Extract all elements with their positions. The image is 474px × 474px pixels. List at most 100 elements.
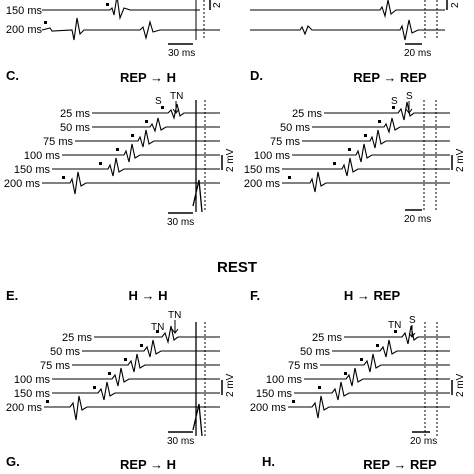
panel-c-letter: C.	[6, 68, 19, 83]
panel-f-time-scale-label: 20 ms	[410, 436, 437, 447]
panel-e-stim-marker-5	[93, 386, 96, 389]
panel-c-row-label-2: 50 ms	[60, 122, 90, 134]
panel-e-voltage-scale-label: 2 mV	[225, 373, 236, 397]
panel-e-annotation-tn1: TN	[151, 322, 164, 333]
panel-e-trace-3	[72, 353, 220, 373]
panel-c-stim-marker-2	[145, 120, 148, 123]
panel-d-annotation-s2: S	[406, 91, 413, 102]
panel-a-trace-2	[41, 17, 220, 41]
panel-f-stim-marker-2	[376, 344, 379, 347]
panel-f-stim-marker-4	[344, 372, 347, 375]
panel-c-large-response	[192, 100, 203, 213]
panel-e-annotation-tn2: TN	[168, 310, 181, 321]
panel-e-row-label-3: 75 ms	[40, 360, 70, 372]
panel-d-trace-6	[282, 171, 450, 193]
panel-c-stim-marker-6	[62, 176, 65, 179]
panel-e-row-label-1: 25 ms	[62, 332, 92, 344]
panel-c-voltage-scale-label: 2 mV	[225, 148, 236, 172]
panel-e-trace-4	[52, 367, 220, 387]
panel-f-annotation-tn: TN	[388, 320, 401, 331]
panel-d-trace-3	[302, 129, 450, 149]
panel-a-trace-1	[42, 0, 200, 21]
panel-c-rows: 25 ms 50 ms 75 ms 100 ms 150 ms 200 ms	[4, 103, 220, 195]
panel-b-voltage-scale-label: 2	[450, 2, 461, 8]
panel-f-rows: 25 ms 50 ms 75 ms 100 ms 150 ms 200 ms	[250, 325, 450, 419]
panel-d-row-label-1: 25 ms	[292, 108, 322, 120]
panel-d-letter: D.	[250, 68, 263, 83]
panel-c-trace-2	[92, 117, 220, 133]
panel-e-stim-marker-4	[108, 372, 111, 375]
panel-b: 20 ms 2	[250, 0, 461, 59]
panel-d: D. REP → REP S S 25 ms 50 ms 75 ms 100 m…	[244, 68, 466, 225]
panel-d-stim-marker-5	[333, 162, 336, 165]
panel-e-row-label-4: 100 ms	[14, 374, 51, 386]
panel-a-row-label-2: 200 ms	[6, 24, 43, 36]
panel-c-trace-1	[92, 103, 220, 120]
panel-d-annotation-s1: S	[391, 96, 398, 107]
panel-f-trace-2	[332, 339, 450, 358]
panel-f: F. H → REP TN S 25 ms 50 ms 75 ms 100 ms…	[250, 288, 466, 447]
panel-d-trace-4	[292, 143, 450, 163]
panel-a-time-scale-label: 30 ms	[168, 48, 195, 59]
panel-h-title: REP → REP	[363, 457, 437, 472]
panel-c-row-label-4: 100 ms	[24, 150, 61, 162]
panel-e-stim-marker-3	[124, 358, 127, 361]
panel-g: G. REP → H	[6, 454, 176, 472]
panel-c-trace-6	[42, 171, 220, 195]
panel-f-stim-marker-5	[318, 386, 321, 389]
panel-c-row-label-5: 150 ms	[14, 164, 51, 176]
panel-f-trace-6	[288, 395, 450, 419]
panel-b-trace-2	[250, 19, 445, 41]
panel-f-trace-3	[320, 353, 450, 373]
panel-e-trace-2	[82, 339, 220, 358]
panel-d-stim-marker-6	[288, 176, 291, 179]
panel-d-stim-marker-3	[364, 134, 367, 137]
panel-f-trace-5	[294, 381, 450, 401]
panel-c-stim-marker-1	[161, 106, 164, 109]
panel-f-letter: F.	[250, 288, 260, 303]
panel-e-trace-1	[94, 325, 220, 345]
panel-e-row-label-5: 150 ms	[14, 388, 51, 400]
panel-c-title: REP → H	[120, 70, 176, 85]
panel-g-title: REP → H	[120, 457, 176, 472]
panel-d-stim-marker-1	[392, 106, 395, 109]
panel-d-time-scale-label: 20 ms	[404, 214, 431, 225]
panel-a: 150 ms 200 ms 30 ms 2	[6, 0, 223, 59]
panel-e-stim-marker-2	[140, 344, 143, 347]
panel-e-time-scale-label: 30 ms	[167, 436, 194, 447]
panel-f-row-label-6: 200 ms	[250, 402, 287, 414]
panel-c-stim-marker-5	[99, 162, 102, 165]
panel-f-stim-marker-6	[292, 400, 295, 403]
panel-c-trace-3	[75, 129, 220, 148]
panel-e-trace-6	[44, 395, 220, 421]
panel-a-stim-marker-2	[44, 21, 47, 24]
panel-c: C. REP → H S TN 25 ms 50 ms 75 ms 100 ms…	[4, 68, 236, 228]
panel-d-row-label-2: 50 ms	[280, 122, 310, 134]
panel-d-trace-2	[312, 117, 450, 134]
panel-c-stim-marker-4	[116, 148, 119, 151]
panel-f-row-label-4: 100 ms	[266, 374, 303, 386]
panel-f-stim-marker-3	[360, 358, 363, 361]
panel-d-rows: 25 ms 50 ms 75 ms 100 ms 150 ms 200 ms	[244, 101, 450, 193]
panel-f-title: H → REP	[344, 288, 401, 303]
panel-c-annotation-s: S	[155, 96, 162, 107]
panel-e-stim-marker-1	[156, 330, 159, 333]
panel-d-row-label-4: 100 ms	[254, 150, 291, 162]
panel-e-row-label-2: 50 ms	[50, 346, 80, 358]
panel-f-stim-marker-1	[394, 330, 397, 333]
panel-e-rows: 25 ms 50 ms 75 ms 100 ms 150 ms 200 ms	[6, 325, 220, 421]
panel-e-large-response	[192, 322, 203, 437]
panel-f-trace-4	[304, 367, 450, 387]
panel-d-title: REP → REP	[353, 70, 427, 85]
panel-f-row-label-1: 25 ms	[312, 332, 342, 344]
panel-e-letter: E.	[6, 288, 18, 303]
panel-f-trace-1	[344, 325, 450, 345]
panel-c-trace-4	[62, 143, 220, 163]
panel-a-row-label-1: 150 ms	[6, 5, 43, 17]
panel-e: E. H → H TN TN 25 ms 50 ms 75 ms 100 ms …	[6, 288, 236, 447]
panel-d-voltage-scale-label: 2 mV	[455, 148, 466, 172]
section-label: REST	[217, 259, 257, 276]
panel-d-row-label-3: 75 ms	[270, 136, 300, 148]
panel-f-row-label-3: 75 ms	[288, 360, 318, 372]
